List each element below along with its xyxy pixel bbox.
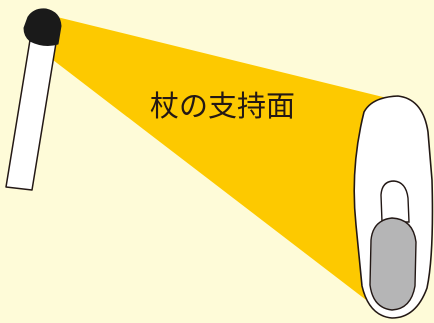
support-area-label: 杖の支持面 xyxy=(150,89,296,123)
shoe-opening xyxy=(380,180,410,223)
cane-shaft xyxy=(5,39,57,191)
cane-tip xyxy=(23,8,62,46)
heel-pad xyxy=(369,217,417,311)
support-area xyxy=(40,17,410,306)
